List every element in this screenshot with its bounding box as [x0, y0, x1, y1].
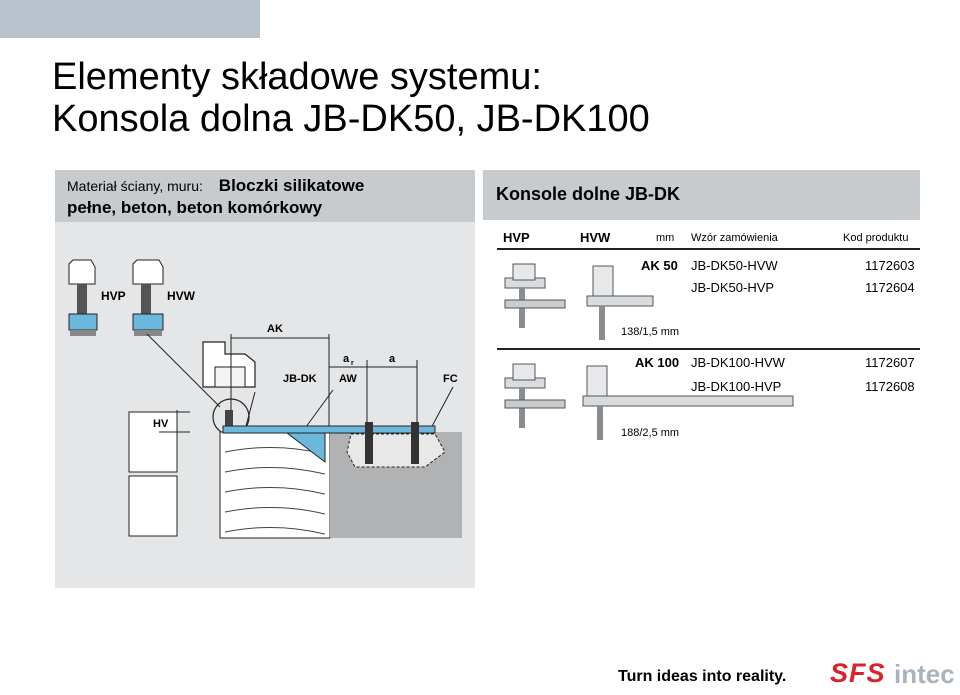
slide-title: Elementy składowe systemu: Konsola dolna… — [52, 56, 650, 140]
group-2-row-2-pattern: JB-DK100-HVP — [691, 379, 782, 394]
wall-material-label: Materiał ściany, muru: — [67, 178, 203, 194]
logo-sfs: SFS — [830, 658, 886, 688]
group-1-row-1-pattern: JB-DK50-HVW — [691, 258, 778, 273]
label-a: a — [389, 353, 396, 365]
group-1-row-2-pattern: JB-DK50-HVP — [691, 280, 775, 295]
label-ar: a — [343, 353, 350, 365]
group-2-ak: AK 100 — [635, 355, 680, 370]
col-product-code: Kod produktu — [843, 232, 909, 244]
bracket-plate — [222, 425, 436, 434]
wall-material-value-1: Bloczki silikatowe — [218, 176, 365, 195]
installation-drawing: HVP HVW AK a — [68, 259, 462, 539]
catalog-header: Konsole dolne JB-DK — [483, 170, 920, 220]
wall-material-value-2: pełne, beton, beton komórkowy — [67, 198, 323, 217]
group-2-row-1-pattern: JB-DK100-HVW — [691, 355, 785, 370]
installation-drawing-panel: Materiał ściany, muru: Bloczki silikatow… — [55, 170, 475, 588]
group-1-size: 138/1,5 mm — [621, 326, 680, 338]
hvw-detail-drawing: HVW — [132, 259, 196, 336]
catalog-title: Konsole dolne JB-DK — [496, 184, 681, 204]
group-rule — [497, 348, 920, 350]
logo-intec: intec — [894, 659, 955, 689]
col-hvp: HVP — [503, 230, 530, 245]
product-catalog-table: HVP HVW mm Wzór zamówienia Kod produktu … — [483, 222, 920, 462]
label-fc: FC — [443, 373, 458, 385]
group-1-ak: AK 50 — [641, 258, 678, 273]
group-2-size: 188/2,5 mm — [621, 427, 680, 439]
col-mm: mm — [656, 232, 675, 244]
title-line-2: Konsola dolna JB-DK50, JB-DK100 — [52, 98, 650, 140]
label-aw: AW — [339, 373, 357, 385]
wall-material-header: Materiał ściany, muru: Bloczki silikatow… — [55, 170, 475, 222]
header-rule — [497, 248, 920, 250]
product-image-dk100 — [504, 363, 794, 440]
label-hv: HV — [153, 418, 169, 430]
title-line-1: Elementy składowe systemu: — [52, 56, 542, 98]
footer-tagline: Turn ideas into reality. — [618, 668, 787, 685]
facade-stone-panels — [128, 411, 178, 537]
group-1-row-2-code: 1172604 — [865, 280, 915, 295]
label-jb-dk: JB-DK — [283, 373, 317, 385]
col-hvw: HVW — [580, 230, 611, 245]
col-order-pattern: Wzór zamówienia — [691, 232, 778, 244]
top-accent-bar — [0, 0, 260, 38]
hvp-detail-drawing: HVP — [68, 259, 126, 336]
group-2-row-1-code: 1172607 — [865, 355, 915, 370]
group-1-row-1-code: 1172603 — [865, 258, 915, 273]
label-ar-subscript: r — [351, 360, 354, 367]
label-hvw: HVW — [167, 289, 196, 303]
label-ak: AK — [267, 323, 283, 335]
product-image-dk50 — [504, 263, 654, 340]
label-hvp: HVP — [101, 289, 126, 303]
group-2-row-2-code: 1172608 — [865, 379, 915, 394]
bracket-rib — [285, 432, 326, 464]
bracket-detail-drawing — [202, 341, 256, 388]
